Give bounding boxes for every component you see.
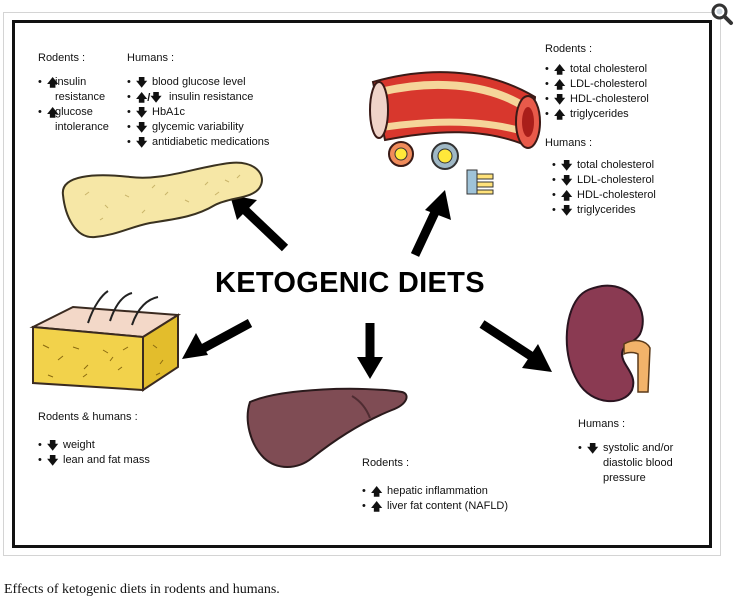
up-arrow-icon: 🡅 (47, 77, 59, 89)
vessel-rodents-list: •🡅total cholesterol •🡅LDL-cholesterol •🡇… (545, 62, 649, 122)
liver-list: •🡅hepatic inflammation •🡅liver fat conte… (362, 484, 509, 514)
list-item: •🡇glycemic variability (127, 121, 244, 134)
down-arrow-icon: 🡇 (561, 205, 573, 217)
list-item: •🡇systolic and/or diastolic blood pressu… (578, 442, 674, 484)
adipose-tissue-illustration (29, 290, 182, 392)
down-arrow-icon: 🡇 (47, 440, 59, 452)
pancreas-humans-heading: Humans : (127, 52, 175, 64)
up-arrow-icon: 🡅 (554, 64, 566, 76)
kidney-heading: Humans : (578, 418, 626, 430)
diagram-panel (12, 20, 712, 548)
liver-heading: Rodents : (362, 457, 410, 469)
pancreas-rodents-list: •🡅insulin resistance •🡅glucose intoleran… (38, 75, 109, 135)
vessel-humans-heading: Humans : (545, 137, 593, 149)
up-arrow-icon: 🡅 (554, 109, 566, 121)
down-arrow-icon: 🡇 (561, 160, 573, 172)
up-arrow-icon: 🡅 (371, 486, 383, 498)
down-arrow-icon: 🡇 (47, 455, 59, 467)
list-item: •🡇HbA1c (127, 106, 186, 119)
list-item: •🡇LDL-cholesterol (552, 174, 655, 187)
list-item: •🡇weight (38, 439, 95, 452)
arrow-to-fat (182, 319, 253, 359)
list-item: •🡅/🡇insulin resistance (127, 91, 254, 104)
list-item: •🡅LDL-cholesterol (545, 78, 648, 91)
list-item: •🡅total cholesterol (545, 63, 648, 76)
pancreas-humans-list: •🡇blood glucose level •🡅/🡇insulin resist… (127, 75, 270, 150)
down-arrow-icon: 🡇 (554, 94, 566, 106)
fat-heading: Rodents & humans : (38, 411, 138, 423)
up-arrow-icon: 🡅 (47, 107, 59, 119)
list-item: •🡅glucose intolerance (38, 106, 109, 133)
pancreas-illustration (61, 161, 263, 239)
figure-caption: Effects of ketogenic diets in rodents an… (4, 582, 280, 597)
pancreas-rodents-item-2: glucose intolerance (55, 106, 109, 133)
down-arrow-icon: 🡇 (136, 107, 148, 119)
list-item: •🡅triglycerides (545, 108, 629, 121)
list-item: •🡅HDL-cholesterol (552, 189, 656, 202)
arrow-to-kidney (479, 320, 552, 372)
arrow-to-vessel (410, 190, 451, 257)
pancreas-rodents-item-1: insulin resistance (55, 76, 106, 103)
up-down-arrow-icon: 🡅/🡇 (136, 92, 162, 104)
pancreas-rodents-heading: Rodents : (38, 52, 86, 64)
arrow-to-pancreas (230, 195, 289, 252)
list-item: •🡇triglycerides (552, 204, 636, 217)
magnifier-icon[interactable] (710, 2, 734, 26)
down-arrow-icon: 🡇 (136, 137, 148, 149)
up-arrow-icon: 🡅 (371, 501, 383, 513)
kidney-list: •🡇systolic and/or diastolic blood pressu… (578, 441, 674, 486)
kidney-illustration (565, 284, 651, 403)
liver-illustration (246, 387, 408, 468)
vessel-rodents-heading: Rodents : (545, 43, 593, 55)
list-item: •🡇blood glucose level (127, 76, 246, 89)
fat-list: •🡇weight •🡇lean and fat mass (38, 438, 150, 468)
down-arrow-icon: 🡇 (136, 77, 148, 89)
down-arrow-icon: 🡇 (561, 175, 573, 187)
arrow-to-liver (357, 323, 383, 379)
down-arrow-icon: 🡇 (136, 122, 148, 134)
list-item: •🡇lean and fat mass (38, 454, 150, 467)
list-item: •🡅insulin resistance (38, 76, 106, 103)
up-arrow-icon: 🡅 (561, 190, 573, 202)
list-item: •🡇total cholesterol (552, 159, 655, 172)
down-arrow-icon: 🡇 (587, 443, 599, 455)
list-item: •🡅hepatic inflammation (362, 485, 488, 498)
list-item: •🡇HDL-cholesterol (545, 93, 649, 106)
vessel-humans-list: •🡇total cholesterol •🡇LDL-cholesterol •🡅… (552, 158, 656, 218)
list-item: •🡅liver fat content (NAFLD) (362, 500, 509, 513)
diagram-title: KETOGENIC DIETS (215, 267, 485, 299)
up-arrow-icon: 🡅 (554, 79, 566, 91)
blood-vessel-illustration (369, 71, 541, 195)
list-item: •🡇antidiabetic medications (127, 136, 270, 149)
